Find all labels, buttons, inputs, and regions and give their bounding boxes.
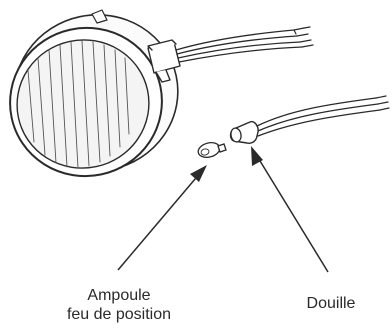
socket-label: Douille xyxy=(296,294,366,313)
headlamp-wire-ends xyxy=(294,27,313,47)
bulb-icon xyxy=(197,140,226,159)
headlamp-icon xyxy=(0,0,313,190)
bulb-socket-icon xyxy=(230,96,389,143)
socket-wires xyxy=(257,98,380,136)
socket-wire-ends xyxy=(376,96,389,110)
arrow-to-socket xyxy=(251,146,328,272)
bulb-label-line-1: Ampoule xyxy=(44,286,194,305)
arrow-to-bulb xyxy=(118,165,207,270)
headlamp-wires xyxy=(176,30,302,62)
bulb-label: Ampoule feu de position xyxy=(44,286,194,324)
bulb-label-line-2: feu de position xyxy=(44,305,194,324)
